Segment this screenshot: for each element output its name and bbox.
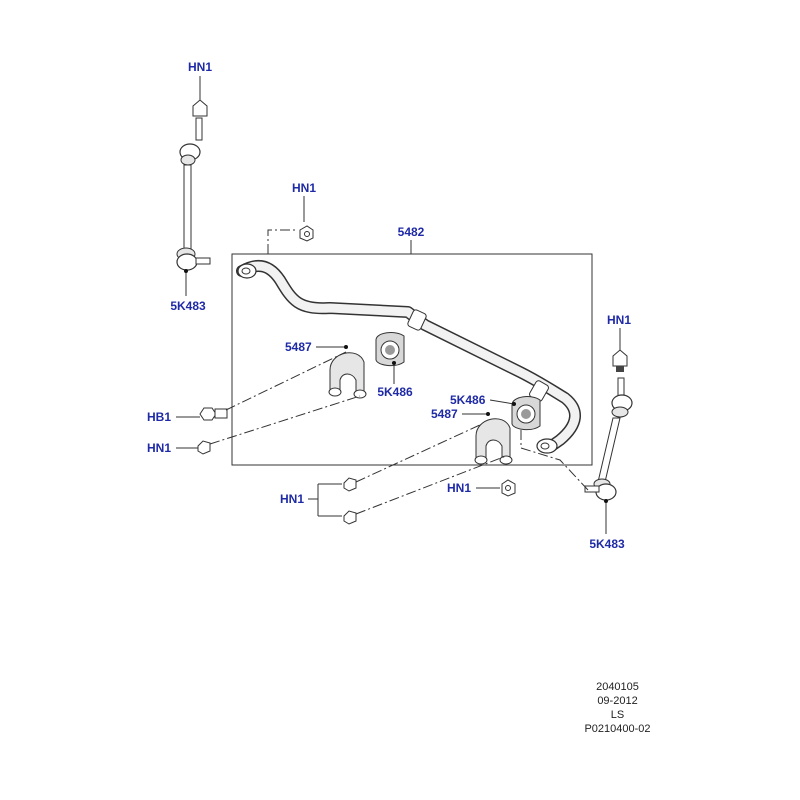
right-drop-link bbox=[584, 349, 633, 501]
label-5k483-left: 5K483 bbox=[170, 299, 206, 313]
drawing-code: LS bbox=[610, 709, 625, 721]
leader-hn1-pair bbox=[308, 483, 342, 517]
left-drop-link bbox=[176, 99, 211, 271]
label-hn1-right: HN1 bbox=[607, 313, 631, 327]
label-hn1-top-left: HN1 bbox=[188, 60, 212, 74]
stabilizer-bar-frame bbox=[231, 253, 593, 466]
label-hn1-upper-mid: HN1 bbox=[292, 181, 316, 195]
label-hn1-pair: HN1 bbox=[280, 492, 304, 506]
upper-nut bbox=[299, 225, 314, 242]
dashdot-pair-top bbox=[355, 423, 483, 483]
dashdot-hb1 bbox=[225, 351, 347, 411]
nut-pair bbox=[343, 477, 357, 525]
dashdot-right bbox=[520, 430, 589, 491]
drawing-date: 09-2012 bbox=[597, 695, 638, 707]
label-5k486-left: 5K486 bbox=[377, 385, 413, 399]
left-clamp bbox=[328, 352, 367, 399]
bolt-hb1 bbox=[199, 407, 228, 421]
label-5487-right: 5487 bbox=[431, 407, 458, 421]
dashdot-pair-bottom bbox=[355, 455, 507, 515]
label-5487-left: 5487 bbox=[285, 340, 312, 354]
left-bush bbox=[375, 332, 405, 367]
nut-left-lower bbox=[197, 440, 211, 455]
label-5482: 5482 bbox=[398, 225, 425, 239]
right-clamp bbox=[474, 418, 513, 465]
drawing-number: 2040105 bbox=[596, 681, 639, 693]
stabilizer-bar bbox=[236, 259, 581, 454]
label-5k483-right: 5K483 bbox=[589, 537, 625, 551]
leader-5k486-right bbox=[489, 399, 515, 405]
label-hn1-nut-lower: HN1 bbox=[447, 481, 471, 495]
nut-lower-right bbox=[501, 479, 516, 497]
label-hb1: HB1 bbox=[147, 410, 171, 424]
label-5k486-right: 5K486 bbox=[450, 393, 486, 407]
dashdot-left-lower bbox=[209, 395, 361, 445]
drawing-info-block: 2040105 09-2012 LS P0210400-02 bbox=[560, 680, 675, 736]
dashdot-upper bbox=[267, 229, 298, 254]
label-hn1-left-lower: HN1 bbox=[147, 441, 171, 455]
drawing-reference: P0210400-02 bbox=[584, 723, 651, 735]
right-bush bbox=[511, 396, 541, 431]
